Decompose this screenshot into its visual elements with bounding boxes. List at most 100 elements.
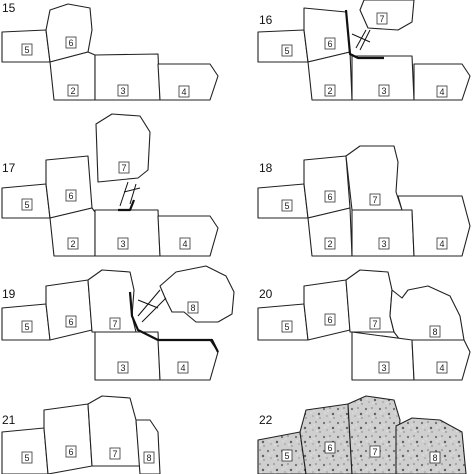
svg-text:7: 7 <box>112 319 117 329</box>
tile-8 <box>135 419 161 474</box>
label-2: 2 <box>67 84 79 97</box>
tile-4 <box>157 339 219 381</box>
tile-4 <box>413 63 471 101</box>
panel-number: 15 <box>2 1 16 15</box>
label-3: 3 <box>117 237 129 250</box>
svg-text:7: 7 <box>112 449 117 459</box>
label-6: 6 <box>324 37 336 50</box>
panel-21: 21 5 6 7 8 <box>1 395 161 474</box>
label-2: 2 <box>67 237 79 250</box>
move-arrow <box>137 299 159 309</box>
move-arrow <box>119 181 129 207</box>
panel-19: 19 5 6 7 8 3 4 <box>1 265 235 381</box>
svg-text:3: 3 <box>381 86 386 96</box>
label-4: 4 <box>436 85 448 98</box>
panel-number: 19 <box>2 287 16 301</box>
svg-text:3: 3 <box>120 86 125 96</box>
label-2: 2 <box>324 84 336 97</box>
tile-4 <box>157 215 219 257</box>
svg-text:7: 7 <box>372 447 377 457</box>
label-7: 7 <box>376 12 388 25</box>
panel-17: 17 5 6 7 2 3 4 <box>1 113 219 257</box>
label-5: 5 <box>21 43 33 56</box>
svg-text:7: 7 <box>372 319 377 329</box>
label-4: 4 <box>436 237 448 250</box>
label-5: 5 <box>281 449 293 462</box>
tile-6 <box>303 155 351 219</box>
tile-8 <box>389 285 465 341</box>
svg-text:6: 6 <box>327 443 332 453</box>
svg-text:7: 7 <box>121 163 126 173</box>
svg-text:7: 7 <box>379 14 384 24</box>
label-5: 5 <box>281 320 293 333</box>
svg-text:6: 6 <box>327 192 332 202</box>
label-7: 7 <box>369 445 381 458</box>
panel-number: 20 <box>259 287 273 301</box>
svg-text:5: 5 <box>284 46 289 56</box>
label-7: 7 <box>118 161 130 174</box>
move-arrow <box>355 29 367 49</box>
panel-16: 16 5 6 7 2 3 4 <box>257 0 471 101</box>
label-4: 4 <box>177 361 189 374</box>
svg-text:5: 5 <box>284 201 289 211</box>
tile-6 <box>303 279 351 341</box>
svg-text:4: 4 <box>182 239 187 249</box>
label-3: 3 <box>378 361 390 374</box>
tile-7 <box>347 395 401 474</box>
label-6: 6 <box>65 445 77 458</box>
tile-6 <box>45 279 93 341</box>
panel-18: 18 5 6 7 2 3 4 <box>257 145 471 257</box>
svg-text:8: 8 <box>432 453 437 463</box>
label-7: 7 <box>109 447 121 460</box>
label-3: 3 <box>117 84 129 97</box>
svg-text:6: 6 <box>68 38 73 48</box>
panel-22: 22 5 6 7 8 <box>257 395 467 474</box>
svg-text:6: 6 <box>327 315 332 325</box>
contact-edge <box>344 9 384 60</box>
move-arrow <box>351 33 371 43</box>
svg-text:7: 7 <box>372 195 377 205</box>
svg-text:4: 4 <box>439 239 444 249</box>
label-3: 3 <box>117 361 129 374</box>
label-5: 5 <box>21 198 33 211</box>
panel-number: 18 <box>259 161 273 175</box>
svg-text:5: 5 <box>24 322 29 332</box>
label-6: 6 <box>324 190 336 203</box>
move-arrow <box>137 289 161 317</box>
label-5: 5 <box>281 199 293 212</box>
label-4: 4 <box>179 237 191 250</box>
panel-20: 20 5 6 7 8 3 4 <box>257 269 471 381</box>
svg-text:4: 4 <box>180 363 185 373</box>
move-arrow <box>123 187 141 193</box>
svg-text:5: 5 <box>284 322 289 332</box>
svg-text:3: 3 <box>120 363 125 373</box>
tile-8 <box>395 417 467 474</box>
tile-4 <box>397 195 471 257</box>
svg-text:2: 2 <box>327 86 332 96</box>
svg-text:2: 2 <box>327 239 332 249</box>
svg-text:5: 5 <box>24 453 29 463</box>
label-7: 7 <box>109 317 121 330</box>
panel-number: 21 <box>2 413 16 427</box>
label-6: 6 <box>65 36 77 49</box>
contact-edge <box>128 291 219 353</box>
svg-text:5: 5 <box>24 45 29 55</box>
svg-text:8: 8 <box>146 453 151 463</box>
label-6: 6 <box>324 313 336 326</box>
svg-text:5: 5 <box>24 200 29 210</box>
tile-6 <box>43 403 93 474</box>
label-4: 4 <box>178 85 190 98</box>
panel-number: 16 <box>259 13 273 27</box>
label-4: 4 <box>436 361 448 374</box>
tile-8 <box>159 265 235 323</box>
svg-text:4: 4 <box>439 87 444 97</box>
label-5: 5 <box>281 44 293 57</box>
contact-edge <box>118 199 136 212</box>
move-arrow <box>141 297 167 323</box>
label-7: 7 <box>369 317 381 330</box>
svg-text:2: 2 <box>70 239 75 249</box>
tile-4 <box>157 63 219 101</box>
tile-6 <box>45 155 93 219</box>
label-2: 2 <box>324 237 336 250</box>
